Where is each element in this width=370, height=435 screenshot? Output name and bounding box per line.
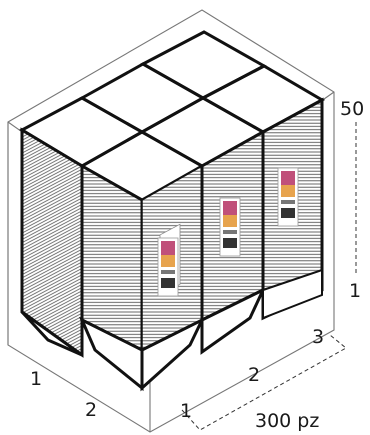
product-label-front-right (277, 167, 299, 227)
total-quantity-label: 300 pz (255, 410, 320, 432)
width-count-1-label: 1 (30, 368, 43, 390)
depth-3-label: 3 (312, 326, 325, 348)
height-layers-label: 1 (349, 280, 362, 302)
depth-2-label: 2 (248, 364, 261, 386)
depth-dimension-line (181, 334, 347, 431)
product-label-front-left (157, 237, 179, 297)
product-label-front-middle (219, 197, 241, 257)
sleeve-front-left (78, 163, 206, 392)
width-count-2-label: 2 (85, 399, 98, 421)
sleeve-back-left (20, 127, 84, 358)
depth-1-label: 1 (180, 400, 193, 422)
height-count-label: 50 (340, 98, 365, 120)
